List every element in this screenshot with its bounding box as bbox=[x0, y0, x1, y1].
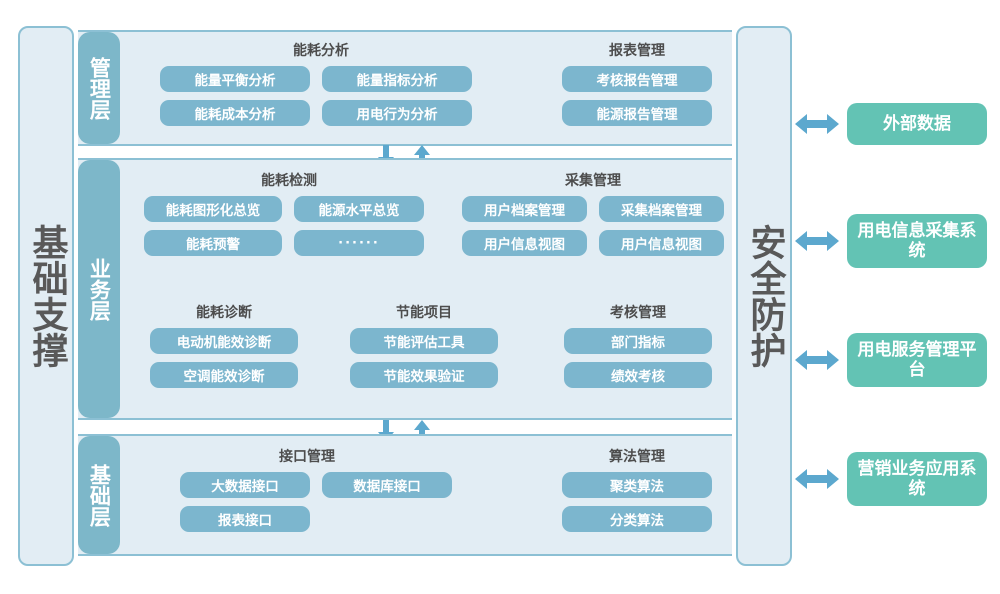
group-title: 报表管理 bbox=[609, 43, 665, 59]
pill-user-archive-management[interactable]: 用户档案管理 bbox=[462, 196, 587, 222]
pill-motor-efficiency-diagnosis[interactable]: 电动机能效诊断 bbox=[150, 328, 298, 354]
group-title: 接口管理 bbox=[279, 449, 335, 465]
group-title: 算法管理 bbox=[609, 449, 665, 465]
layer-management-tab: 管理层 bbox=[78, 32, 120, 144]
right-security-column-label: 安全防护 bbox=[744, 224, 786, 368]
pill-energy-alarm[interactable]: 能耗预警 bbox=[144, 230, 282, 256]
group-title: 能耗分析 bbox=[293, 43, 349, 59]
pill-performance-assessment[interactable]: 绩效考核 bbox=[564, 362, 712, 388]
layer-management-body: 能耗分析 能量平衡分析 能量指标分析 能耗成本分析 用电行为分析 报表管理 考核… bbox=[122, 32, 732, 144]
layer-foundation-tab: 基础层 bbox=[78, 436, 120, 554]
external-system-label: 用电信息采集系统 bbox=[857, 220, 977, 261]
pill-user-info-view-1[interactable]: 用户信息视图 bbox=[462, 230, 587, 256]
pill-row: 报表接口 bbox=[160, 506, 454, 532]
group-energy-analysis: 能耗分析 能量平衡分析 能量指标分析 能耗成本分析 用电行为分析 bbox=[160, 40, 482, 134]
group-assessment-management: 考核管理 部门指标 绩效考核 bbox=[564, 302, 712, 396]
layer-foundation-body: 接口管理 大数据接口 数据库接口 报表接口 算法管理 聚类算法 分类算法 bbox=[122, 436, 732, 554]
layer-business: 业务层 能耗检测 能耗图形化总览 能源水平总览 能耗预警 ······ 采集管理… bbox=[78, 158, 732, 420]
layer-business-body: 能耗检测 能耗图形化总览 能源水平总览 能耗预警 ······ 采集管理 用户档… bbox=[122, 160, 732, 418]
pill-hvac-efficiency-diagnosis[interactable]: 空调能效诊断 bbox=[150, 362, 298, 388]
pill-ellipsis[interactable]: ······ bbox=[294, 230, 424, 256]
group-collection-management: 采集管理 用户档案管理 采集档案管理 用户信息视图 用户信息视图 bbox=[462, 170, 724, 264]
right-security-column: 安全防护 bbox=[736, 26, 792, 566]
external-system-label: 营销业务应用系统 bbox=[857, 458, 977, 499]
pill-row: 能源报告管理 bbox=[562, 100, 712, 126]
pill-energy-report-management[interactable]: 能源报告管理 bbox=[562, 100, 712, 126]
group-energy-saving-project: 节能项目 节能评估工具 节能效果验证 bbox=[350, 302, 498, 396]
arrow-up-icon bbox=[414, 145, 430, 167]
layer-business-label: 业务层 bbox=[87, 257, 112, 321]
pill-row: 绩效考核 bbox=[564, 362, 712, 388]
arrow-up-icon bbox=[414, 420, 430, 442]
external-system-label: 用电服务管理平台 bbox=[857, 339, 977, 380]
pill-energy-level-overview[interactable]: 能源水平总览 bbox=[294, 196, 424, 222]
group-title: 能耗诊断 bbox=[196, 305, 252, 321]
pill-row: 用户信息视图 用户信息视图 bbox=[462, 230, 724, 256]
group-interface-management: 接口管理 大数据接口 数据库接口 报表接口 bbox=[160, 446, 454, 540]
pill-electricity-behavior-analysis[interactable]: 用电行为分析 bbox=[322, 100, 472, 126]
external-system-box[interactable]: 用电服务管理平台 bbox=[847, 333, 987, 387]
pill-row: 大数据接口 数据库接口 bbox=[160, 472, 454, 498]
arrow-left-right-icon bbox=[795, 111, 839, 137]
layer-business-tab: 业务层 bbox=[78, 160, 120, 418]
pill-row: 能耗图形化总览 能源水平总览 bbox=[144, 196, 434, 222]
pill-row: 用户档案管理 采集档案管理 bbox=[462, 196, 724, 222]
layer-foundation: 基础层 接口管理 大数据接口 数据库接口 报表接口 算法管理 聚类算法 分类 bbox=[78, 434, 732, 556]
external-system-label: 外部数据 bbox=[883, 113, 951, 134]
pill-row: 能量平衡分析 能量指标分析 bbox=[160, 66, 482, 92]
left-support-column-label: 基础支撑 bbox=[26, 224, 68, 368]
pill-row: 分类算法 bbox=[562, 506, 712, 532]
pill-row: 考核报告管理 bbox=[562, 66, 712, 92]
group-title: 节能项目 bbox=[396, 305, 452, 321]
group-energy-monitoring: 能耗检测 能耗图形化总览 能源水平总览 能耗预警 ······ bbox=[144, 170, 434, 264]
pill-classification-algorithm[interactable]: 分类算法 bbox=[562, 506, 712, 532]
pill-row: 空调能效诊断 bbox=[150, 362, 298, 388]
layer-foundation-label: 基础层 bbox=[87, 463, 112, 527]
external-system-box[interactable]: 营销业务应用系统 bbox=[847, 452, 987, 506]
external-system-box[interactable]: 外部数据 bbox=[847, 103, 987, 145]
pill-row: 能耗成本分析 用电行为分析 bbox=[160, 100, 482, 126]
pill-energy-saving-effect-verification[interactable]: 节能效果验证 bbox=[350, 362, 498, 388]
pill-user-info-view-2[interactable]: 用户信息视图 bbox=[599, 230, 724, 256]
group-report-management: 报表管理 考核报告管理 能源报告管理 bbox=[562, 40, 712, 134]
pill-row: 节能效果验证 bbox=[350, 362, 498, 388]
group-title: 能耗检测 bbox=[261, 173, 317, 189]
pill-assessment-report-management[interactable]: 考核报告管理 bbox=[562, 66, 712, 92]
pill-energy-saving-assessment-tool[interactable]: 节能评估工具 bbox=[350, 328, 498, 354]
pill-database-interface[interactable]: 数据库接口 bbox=[322, 472, 452, 498]
pill-row: 聚类算法 bbox=[562, 472, 712, 498]
pill-row: 电动机能效诊断 bbox=[150, 328, 298, 354]
arrow-left-right-icon bbox=[795, 347, 839, 373]
layer-management: 管理层 能耗分析 能量平衡分析 能量指标分析 能耗成本分析 用电行为分析 报表管… bbox=[78, 30, 732, 146]
external-system-box[interactable]: 用电信息采集系统 bbox=[847, 214, 987, 268]
pill-energy-balance-analysis[interactable]: 能量平衡分析 bbox=[160, 66, 310, 92]
pill-bigdata-interface[interactable]: 大数据接口 bbox=[180, 472, 310, 498]
pill-clustering-algorithm[interactable]: 聚类算法 bbox=[562, 472, 712, 498]
arrow-left-right-icon bbox=[795, 228, 839, 254]
arrow-left-right-icon bbox=[795, 466, 839, 492]
layer-management-label: 管理层 bbox=[87, 56, 112, 120]
pill-row: 节能评估工具 bbox=[350, 328, 498, 354]
pill-report-interface[interactable]: 报表接口 bbox=[180, 506, 310, 532]
pill-department-index[interactable]: 部门指标 bbox=[564, 328, 712, 354]
group-algorithm-management: 算法管理 聚类算法 分类算法 bbox=[562, 446, 712, 540]
pill-energy-cost-analysis[interactable]: 能耗成本分析 bbox=[160, 100, 310, 126]
group-energy-diagnosis: 能耗诊断 电动机能效诊断 空调能效诊断 bbox=[150, 302, 298, 396]
pill-collection-archive-management[interactable]: 采集档案管理 bbox=[599, 196, 724, 222]
pill-row: 能耗预警 ······ bbox=[144, 230, 434, 256]
pill-energy-index-analysis[interactable]: 能量指标分析 bbox=[322, 66, 472, 92]
group-title: 考核管理 bbox=[610, 305, 666, 321]
pill-row: 部门指标 bbox=[564, 328, 712, 354]
left-support-column: 基础支撑 bbox=[18, 26, 74, 566]
pill-energy-graphical-overview[interactable]: 能耗图形化总览 bbox=[144, 196, 282, 222]
group-title: 采集管理 bbox=[565, 173, 621, 189]
